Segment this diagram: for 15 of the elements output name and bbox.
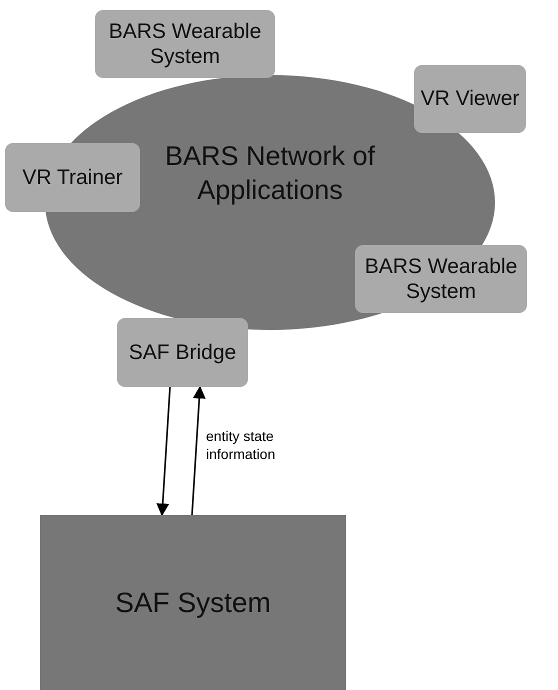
node-label: BARS Wearable System xyxy=(108,18,262,70)
system-box xyxy=(95,10,275,78)
node-label: VR Viewer xyxy=(420,86,520,112)
arrow xyxy=(191,386,206,516)
system-block xyxy=(40,515,346,690)
network-title: BARS Network of Applications xyxy=(164,140,376,207)
node-label: BARS Wearable System xyxy=(364,254,518,304)
system-box xyxy=(414,65,526,133)
node-label: SAF System xyxy=(115,586,271,618)
system-box xyxy=(5,143,140,212)
arrow xyxy=(156,386,171,516)
node-label: VR Trainer xyxy=(22,164,123,190)
bridge-box xyxy=(117,318,248,387)
system-box xyxy=(355,245,527,313)
node-label: SAF Bridge xyxy=(128,340,236,366)
